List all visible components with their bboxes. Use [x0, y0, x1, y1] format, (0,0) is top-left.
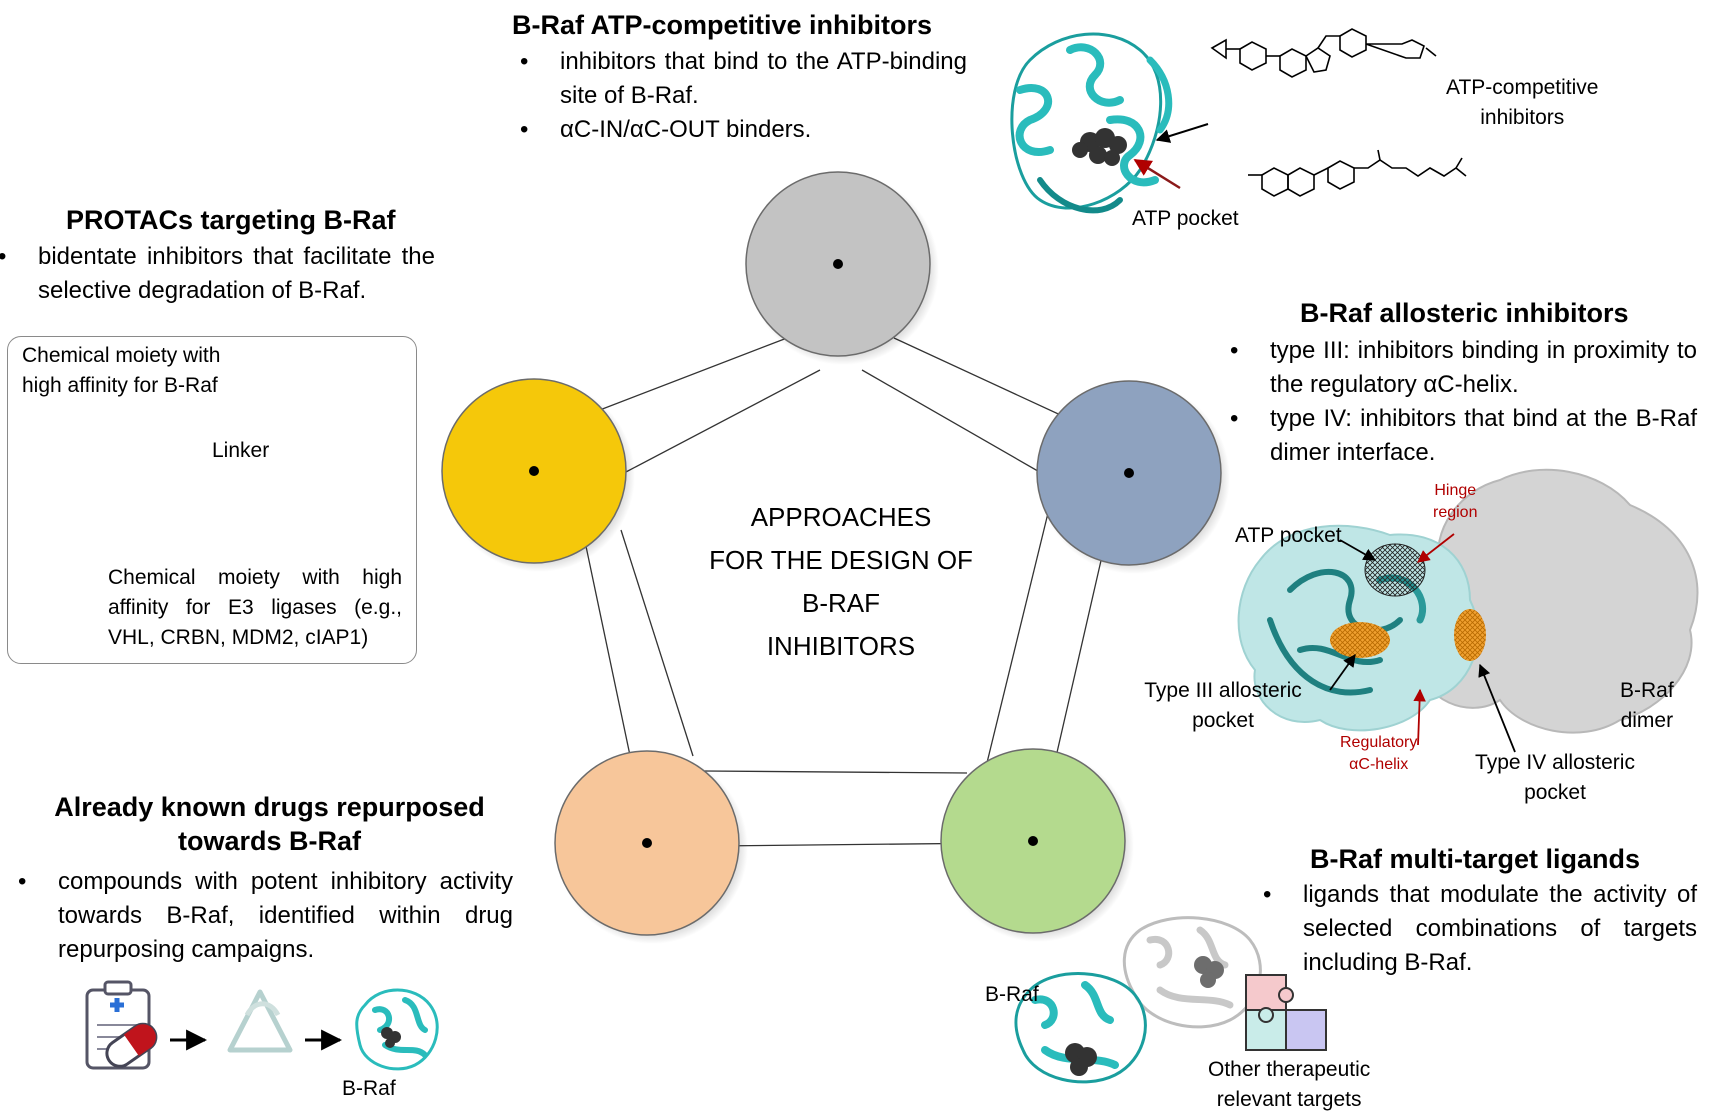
atp-pocket-label: ATP pocket: [1132, 207, 1239, 230]
type3-pocket-label: Type III allosteric pocket: [1133, 676, 1313, 736]
hinge-region-label-line: Hinge: [1434, 482, 1477, 499]
linker-label: Linker: [212, 439, 270, 462]
braf-dimer-surface: [1237, 468, 1699, 734]
center-title-line: APPROACHES: [750, 502, 932, 532]
type3-pocket-label-line: Type III allosteric: [1144, 679, 1302, 702]
e3-moiety-label: Chemical moiety with high affinity for E…: [108, 566, 402, 649]
type4-pocket-label-line: pocket: [1524, 781, 1586, 804]
atp-bullet: inhibitors that bind to the ATP-binding …: [512, 45, 967, 113]
atp-inhibitors-label: ATP-competitive inhibitors: [1446, 73, 1599, 133]
center-title-line: INHIBITORS: [766, 631, 916, 661]
other-targets-label-line: Other therapeutic: [1208, 1058, 1371, 1081]
protac-section-title: PROTACs targeting B-Raf: [66, 205, 396, 235]
braf-protein-small: [355, 988, 439, 1071]
atp-section-title: B-Raf ATP-competitive inhibitors: [512, 10, 933, 40]
type4-pocket-label: Type IV allosteric pocket: [1465, 748, 1645, 808]
protein-structure-atp: [1010, 32, 1173, 214]
node-circles: [441, 171, 1222, 936]
allosteric-bullet: type IV: inhibitors that bind at the B-R…: [1222, 402, 1697, 470]
atp-section-bullets: inhibitors that bind to the ATP-binding …: [512, 45, 967, 147]
node-center-dot: [1124, 468, 1134, 478]
braf-moiety-label: Chemical moiety with high affinity for B…: [22, 341, 220, 401]
other-targets-label-line: relevant targets: [1216, 1088, 1362, 1111]
repurposed-title-line: towards B-Raf: [177, 826, 361, 856]
node-center-dot: [1028, 836, 1038, 846]
repurposed-section-title: Already known drugs repurposed towards B…: [47, 790, 492, 858]
other-targets-label: Other therapeutic relevant targets: [1208, 1055, 1370, 1115]
braf-protein-multitarget: [1014, 972, 1147, 1084]
type3-pocket-label-line: pocket: [1192, 709, 1254, 732]
atp-pocket-arrow: [1133, 158, 1181, 190]
drug-repurposing-pictogram: [85, 980, 158, 1070]
allosteric-bullet: type III: inhibitors binding in proximit…: [1222, 334, 1697, 402]
hinge-region-label: Hinge region: [1433, 480, 1477, 524]
node-center-dot: [529, 466, 539, 476]
node-center-dot: [642, 838, 652, 848]
center-title-line: FOR THE DESIGN OF: [709, 545, 973, 575]
recycle-icon: [227, 989, 293, 1053]
atp-inhibitors-label-line: inhibitors: [1480, 106, 1565, 129]
center-title: APPROACHES FOR THE DESIGN OF B-RAF INHIB…: [660, 496, 1022, 668]
node-center-dot: [833, 259, 843, 269]
braf-dimer-label-line: dimer: [1620, 709, 1674, 732]
multitarget-bullet: ligands that modulate the activity of se…: [1255, 878, 1697, 980]
atp-bullet: αC-IN/αC-OUT binders.: [512, 113, 967, 147]
inhibitor-to-protein-arrow: [1155, 123, 1209, 143]
protac-schematic-box: [7, 336, 417, 664]
chemical-structure-2: [1248, 149, 1467, 197]
regulatory-helix-label-line: Regulatory: [1340, 734, 1418, 751]
multitarget-section-title: B-Raf multi-target ligands: [1310, 844, 1641, 874]
repurposed-title-line: Already known drugs repurposed: [54, 792, 485, 822]
multitarget-section-bullets: ligands that modulate the activity of se…: [1255, 878, 1697, 980]
braf-moiety-label-line: Chemical moiety with: [22, 344, 221, 367]
other-target-protein: [1122, 916, 1262, 1029]
repurposed-section-bullets: compounds with potent inhibitory activit…: [10, 865, 513, 967]
braf-moiety-label-line: high affinity for B-Raf: [22, 374, 218, 397]
regulatory-helix-label-line: αC-helix: [1349, 756, 1409, 773]
repurposed-bullet: compounds with potent inhibitory activit…: [10, 865, 513, 967]
chemical-structure-1: [1210, 28, 1437, 78]
regulatory-helix-label: Regulatory αC-helix: [1340, 732, 1417, 776]
multitarget-braf-label: B-Raf: [985, 983, 1039, 1006]
atp-inhibitors-label-line: ATP-competitive: [1446, 76, 1599, 99]
braf-dimer-label-line: B-Raf: [1620, 679, 1674, 702]
allosteric-atp-pocket-label: ATP pocket: [1235, 524, 1342, 547]
braf-dimer-label: B-Raf dimer: [1620, 676, 1674, 736]
repurposed-braf-label: B-Raf: [342, 1077, 396, 1100]
puzzle-icon: [1245, 974, 1327, 1051]
center-title-line: B-RAF: [802, 588, 880, 618]
hinge-region-label-line: region: [1433, 504, 1478, 521]
allosteric-arrows: [1329, 533, 1516, 753]
type4-pocket-label-line: Type IV allosteric: [1475, 751, 1635, 774]
allosteric-section-title: B-Raf allosteric inhibitors: [1300, 298, 1629, 328]
protac-section-bullets: bidentate inhibitors that facilitate the…: [0, 240, 435, 308]
protac-bullet: bidentate inhibitors that facilitate the…: [0, 240, 435, 308]
allosteric-section-bullets: type III: inhibitors binding in proximit…: [1222, 334, 1697, 470]
